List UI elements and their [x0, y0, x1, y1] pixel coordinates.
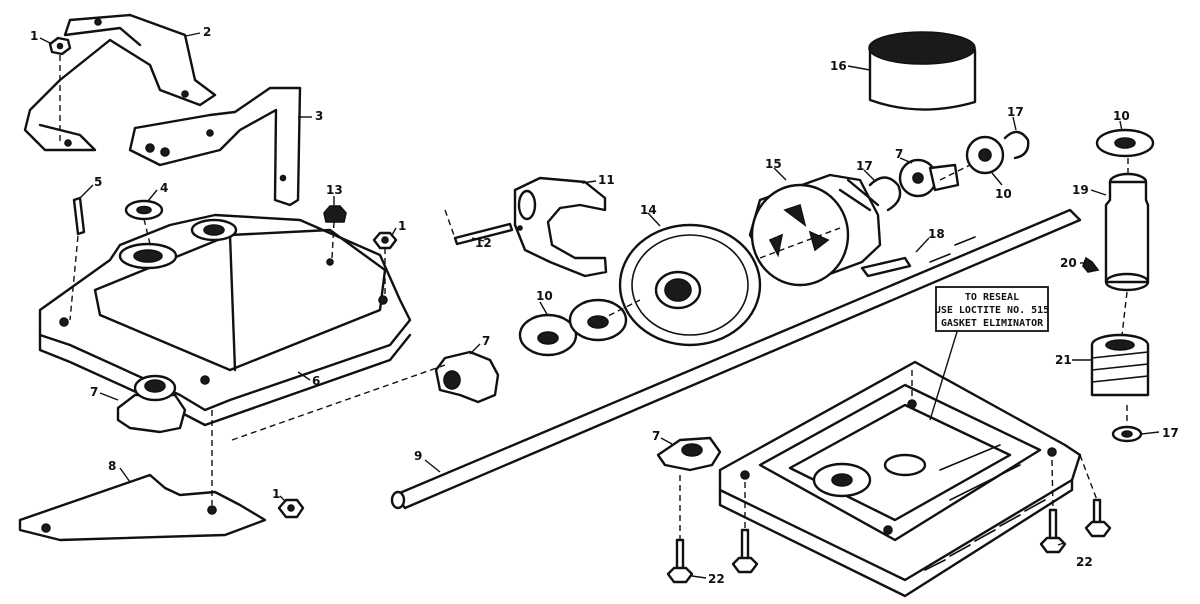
bushing-7-left — [116, 374, 187, 434]
washer-10-b — [568, 298, 628, 342]
callout-10: 10 — [995, 187, 1012, 201]
callout-12: 12 — [475, 236, 492, 250]
callout-1: 1 — [30, 29, 38, 43]
shift-fork-11 — [513, 176, 608, 278]
callout-9: 9 — [414, 449, 422, 463]
bolt-22-d — [1084, 498, 1112, 538]
bolt-22-b — [731, 528, 759, 574]
key-20 — [1082, 256, 1100, 273]
spring-clip-2 — [23, 13, 217, 152]
callout-7: 7 — [895, 147, 903, 161]
callout-13: 13 — [326, 183, 343, 197]
washer-10-upper — [965, 135, 1005, 175]
callout-10: 10 — [1113, 109, 1130, 123]
pin-12 — [453, 222, 514, 246]
callout-17: 17 — [1007, 105, 1024, 119]
callout-3: 3 — [315, 109, 323, 123]
callout-5: 5 — [94, 175, 102, 189]
callout-8: 8 — [108, 459, 116, 473]
retaining-ring-17c — [1111, 425, 1143, 443]
shaft-9 — [390, 208, 1082, 510]
spring-16 — [868, 31, 977, 111]
callout-16: 16 — [830, 59, 847, 73]
reseal-note: TO RESEAL USE LOCTITE NO. 515 GASKET ELI… — [935, 286, 1049, 332]
assembly-lines — [59, 55, 1129, 540]
callout-6: 6 — [312, 374, 320, 388]
nut-1-right — [372, 231, 398, 250]
callout-21: 21 — [1055, 353, 1072, 367]
callout-20: 20 — [1060, 256, 1077, 270]
washer-4 — [124, 199, 164, 221]
callout-4: 4 — [160, 181, 168, 195]
callout-18: 18 — [928, 227, 945, 241]
nut-1-bottom — [277, 498, 305, 519]
callout-22: 22 — [708, 572, 725, 586]
gear-14 — [618, 223, 762, 347]
upper-housing-6 — [38, 213, 412, 427]
washer-10-a — [518, 313, 578, 357]
bushing-7-lower — [656, 436, 722, 472]
note-line-2: USE LOCTITE NO. 515 — [935, 305, 1049, 316]
callout-1: 1 — [272, 487, 280, 501]
callout-15: 15 — [765, 157, 782, 171]
callout-22: 22 — [1076, 555, 1093, 569]
bushing-7-upper — [898, 158, 960, 198]
bolt-22-a — [666, 538, 694, 584]
shaft-19 — [1104, 172, 1150, 292]
worm-gear-21 — [1090, 333, 1150, 397]
callout-10: 10 — [536, 289, 553, 303]
callout-19: 19 — [1072, 183, 1089, 197]
key-18 — [860, 256, 912, 278]
retaining-ring-17a — [868, 176, 902, 212]
callout-11: 11 — [598, 173, 615, 187]
callout-2: 2 — [203, 25, 211, 39]
clutch-drum-15 — [748, 173, 882, 287]
shift-lever-3 — [128, 86, 302, 207]
callout-7: 7 — [482, 334, 490, 348]
gear-case — [718, 360, 1082, 598]
note-line-1: TO RESEAL — [965, 292, 1019, 303]
bushing-7-center — [434, 350, 500, 404]
washer-10-right — [1095, 128, 1155, 158]
note-line-3: GASKET ELIMINATOR — [941, 318, 1044, 329]
retaining-ring-17b — [1003, 130, 1030, 160]
plate-8 — [18, 473, 267, 542]
bolt-22-c — [1039, 508, 1067, 554]
plug-13 — [323, 205, 347, 223]
callout-7: 7 — [652, 429, 660, 443]
callouts: 1 2 3 5 4 13 1 6 7 8 1 11 12 14 15 16 17… — [30, 25, 1179, 586]
callout-1: 1 — [398, 219, 406, 233]
pin-5 — [72, 196, 86, 236]
callout-14: 14 — [640, 203, 657, 217]
leader-lines — [39, 32, 1160, 579]
callout-7: 7 — [90, 385, 98, 399]
nut-1-top — [48, 36, 72, 56]
callout-17: 17 — [856, 159, 873, 173]
callout-17: 17 — [1162, 426, 1179, 440]
